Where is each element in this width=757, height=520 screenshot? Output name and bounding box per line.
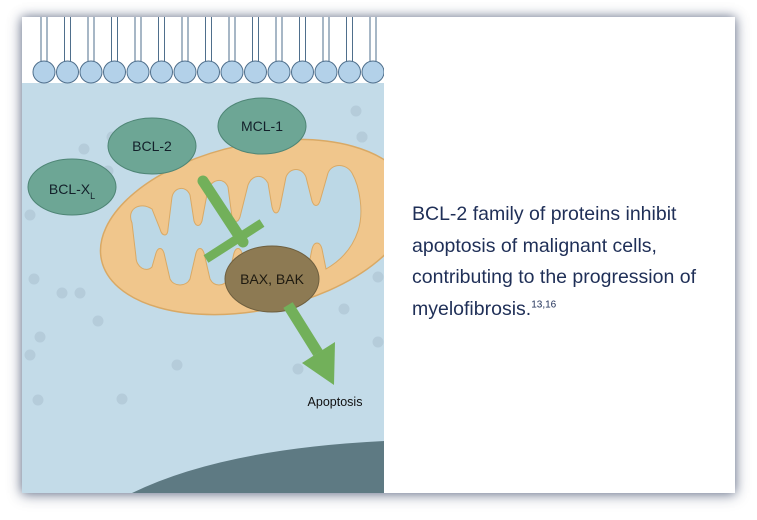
particle	[28, 273, 40, 285]
figure-card: BCL-XL BCL-2 MCL-1 BAX, BAK	[22, 17, 735, 493]
particle	[338, 303, 350, 315]
particle	[56, 287, 68, 299]
lipid-head	[32, 60, 56, 84]
lipid-head	[197, 60, 220, 84]
inhibition-symbol	[197, 175, 265, 263]
apoptosis-label: Apoptosis	[308, 395, 363, 409]
bax-bak-label: BAX, BAK	[240, 271, 304, 287]
particle	[24, 349, 36, 361]
nucleus	[132, 441, 384, 493]
lipid-head	[79, 60, 103, 84]
particle	[34, 331, 46, 343]
lipid-head	[267, 60, 291, 84]
lipid-head	[244, 60, 267, 84]
particle	[116, 393, 128, 405]
particle	[356, 131, 368, 143]
bclxl-label: BCL-XL	[49, 181, 95, 201]
caption-panel: BCL-2 family of proteins inhibit apoptos…	[384, 17, 735, 493]
diagram-svg: BCL-XL BCL-2 MCL-1 BAX, BAK	[22, 17, 413, 493]
lipid-head	[291, 60, 314, 84]
bcl2-label: BCL-2	[132, 138, 172, 154]
particle	[92, 315, 104, 327]
particle	[78, 143, 90, 155]
mcl1-label: MCL-1	[241, 118, 283, 134]
apoptosis-diagram: BCL-XL BCL-2 MCL-1 BAX, BAK	[22, 17, 413, 493]
caption-text: BCL-2 family of proteins inhibit apoptos…	[412, 203, 697, 320]
particle	[372, 336, 384, 348]
activation-arrow	[283, 302, 335, 385]
particle	[171, 359, 183, 371]
membrane-lipid-tails	[40, 17, 377, 61]
lipid-head	[126, 60, 150, 84]
lipid-head	[220, 60, 244, 84]
mcl1-protein: MCL-1	[217, 97, 307, 155]
bclxl-protein: BCL-XL	[27, 158, 117, 216]
lipid-head	[150, 60, 173, 84]
particle	[74, 287, 86, 299]
lipid-head	[173, 60, 197, 84]
lipid-head	[361, 60, 385, 84]
lipid-head	[56, 60, 79, 84]
lipid-head	[338, 60, 361, 84]
particle	[372, 271, 384, 283]
bcl2-protein: BCL-2	[107, 117, 197, 175]
lipid-head	[314, 60, 338, 84]
particle	[24, 209, 36, 221]
caption: BCL-2 family of proteins inhibit apoptos…	[412, 199, 722, 325]
caption-references: 13,16	[531, 299, 557, 310]
particle	[292, 363, 304, 375]
bax-bak-protein: BAX, BAK	[224, 245, 320, 313]
particle	[32, 394, 44, 406]
particle	[350, 105, 362, 117]
lipid-head	[103, 60, 126, 84]
membrane-lipid-heads	[32, 60, 385, 84]
